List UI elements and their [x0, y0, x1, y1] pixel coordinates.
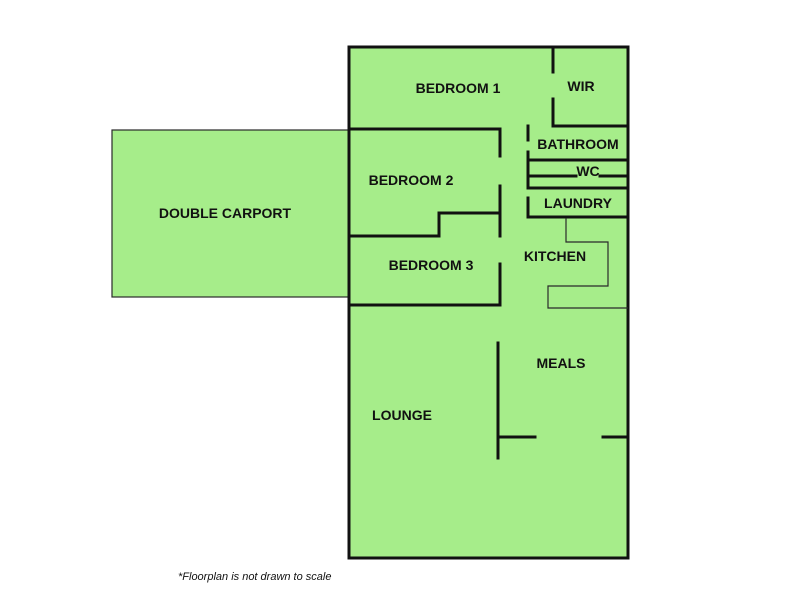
label-meals: MEALS: [537, 355, 586, 371]
label-wir: WIR: [567, 78, 594, 94]
outer-wall: [347, 45, 630, 560]
label-kitchen: KITCHEN: [524, 248, 586, 264]
label-double-carport: DOUBLE CARPORT: [159, 205, 292, 221]
walls: [347, 45, 630, 560]
label-laundry: LAUNDRY: [544, 195, 613, 211]
label-wc: WC: [576, 163, 599, 179]
carport-area: [111, 129, 350, 298]
label-bathroom: BATHROOM: [537, 136, 618, 152]
label-lounge: LOUNGE: [372, 407, 432, 423]
label-bedroom1: BEDROOM 1: [416, 80, 501, 96]
house-area: [349, 47, 628, 558]
label-bedroom2: BEDROOM 2: [369, 172, 454, 188]
kitchen-bench: [547, 218, 628, 309]
scale-note: *Floorplan is not drawn to scale: [178, 571, 332, 583]
label-bedroom3: BEDROOM 3: [389, 257, 474, 273]
